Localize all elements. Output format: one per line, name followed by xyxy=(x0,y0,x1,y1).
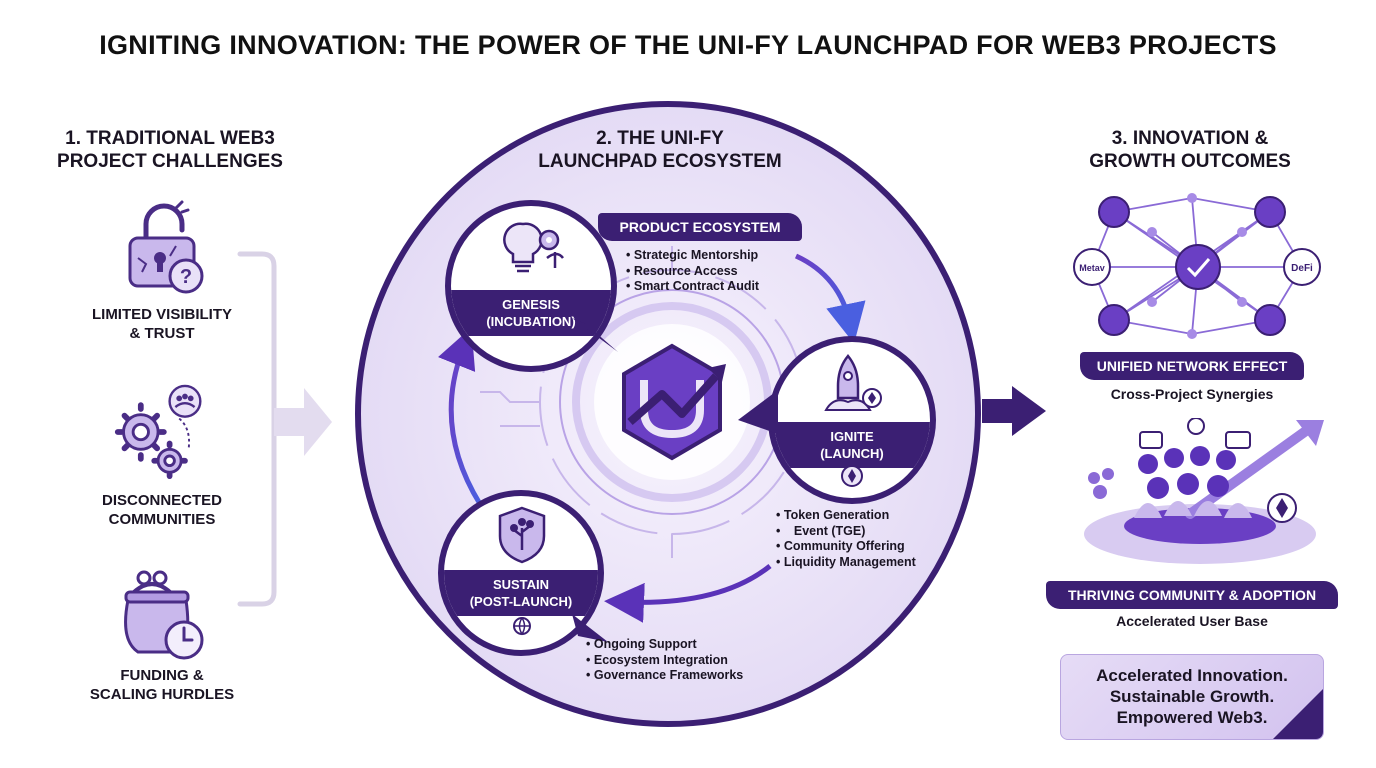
ignite-label: IGNITE (LAUNCH) xyxy=(774,422,930,468)
challenges-heading-line1: 1. TRADITIONAL WEB3 xyxy=(65,128,275,149)
ethereum-icon xyxy=(841,465,863,487)
ecosystem-heading: 2. THE UNI-FY LAUNCHPAD ECOSYSTEM xyxy=(538,128,782,172)
sustain-callout-tail xyxy=(572,614,608,642)
genesis-label: GENESIS (INCUBATION) xyxy=(451,290,611,336)
network-graph: Metav DeFi xyxy=(1073,193,1321,339)
rocket-icon xyxy=(824,354,882,411)
network-node-defi: DeFi xyxy=(1291,263,1313,274)
network-node-metaverse: Metav xyxy=(1079,263,1105,273)
community-illustration xyxy=(1084,418,1324,564)
summary-line-2: Sustainable Growth. xyxy=(1109,687,1275,706)
ignite-bullets: Token Generation Event (TGE) Community O… xyxy=(776,508,916,570)
svg-text:?: ? xyxy=(180,266,192,288)
shield-tree-icon xyxy=(498,506,546,564)
genesis-stage: GENESIS (INCUBATION) xyxy=(445,200,617,372)
outcome-summary-box: Accelerated Innovation. Sustainable Grow… xyxy=(1060,654,1324,740)
network-effect-pill: UNIFIED NETWORK EFFECT xyxy=(1080,352,1304,380)
challenge-visibility-label: LIMITED VISIBILITY & TRUST xyxy=(91,306,232,342)
challenges-heading: 1. TRADITIONAL WEB3 PROJECT CHALLENGES xyxy=(40,127,300,173)
globe-cycle-icon xyxy=(513,617,531,636)
lightbulb-gear-icon xyxy=(503,222,564,273)
outcomes-heading: 3. INNOVATION & GROWTH OUTCOMES xyxy=(1089,128,1291,172)
summary-line-3: Empowered Web3. xyxy=(1116,708,1268,727)
page-title: IGNITING INNOVATION: THE POWER OF THE UN… xyxy=(99,30,1277,60)
challenge-funding-label: FUNDING & SCALING HURDLES xyxy=(89,667,235,703)
challenges-bracket xyxy=(237,251,332,607)
sustain-bullets: Ongoing Support Ecosystem Integration Go… xyxy=(586,637,743,684)
ignite-callout-tail xyxy=(738,390,778,434)
product-ecosystem-pill: PRODUCT ECOSYSTEM xyxy=(598,213,802,241)
unify-logo-icon xyxy=(594,324,750,480)
purse-clock-icon xyxy=(124,570,204,660)
broken-lock-icon: ? xyxy=(128,200,204,294)
outcome-arrow xyxy=(982,386,1046,436)
community-pill: THRIVING COMMUNITY & ADOPTION xyxy=(1046,581,1338,609)
genesis-bullets: Strategic Mentorship Resource Access Sma… xyxy=(626,248,759,295)
network-caption: Cross-Project Synergies xyxy=(1110,386,1274,402)
challenges-heading-line2: PROJECT CHALLENGES xyxy=(57,151,283,172)
gears-community-icon xyxy=(114,384,202,480)
genesis-callout-tail xyxy=(572,318,618,352)
summary-box-corner xyxy=(1273,689,1323,739)
sustain-label: SUSTAIN (POST-LAUNCH) xyxy=(444,570,598,616)
challenge-communities-label: DISCONNECTED COMMUNITIES xyxy=(101,492,222,528)
ignite-stage: IGNITE (LAUNCH) xyxy=(768,336,936,504)
summary-line-1: Accelerated Innovation. xyxy=(1096,666,1288,685)
community-caption: Accelerated User Base xyxy=(1116,613,1268,629)
